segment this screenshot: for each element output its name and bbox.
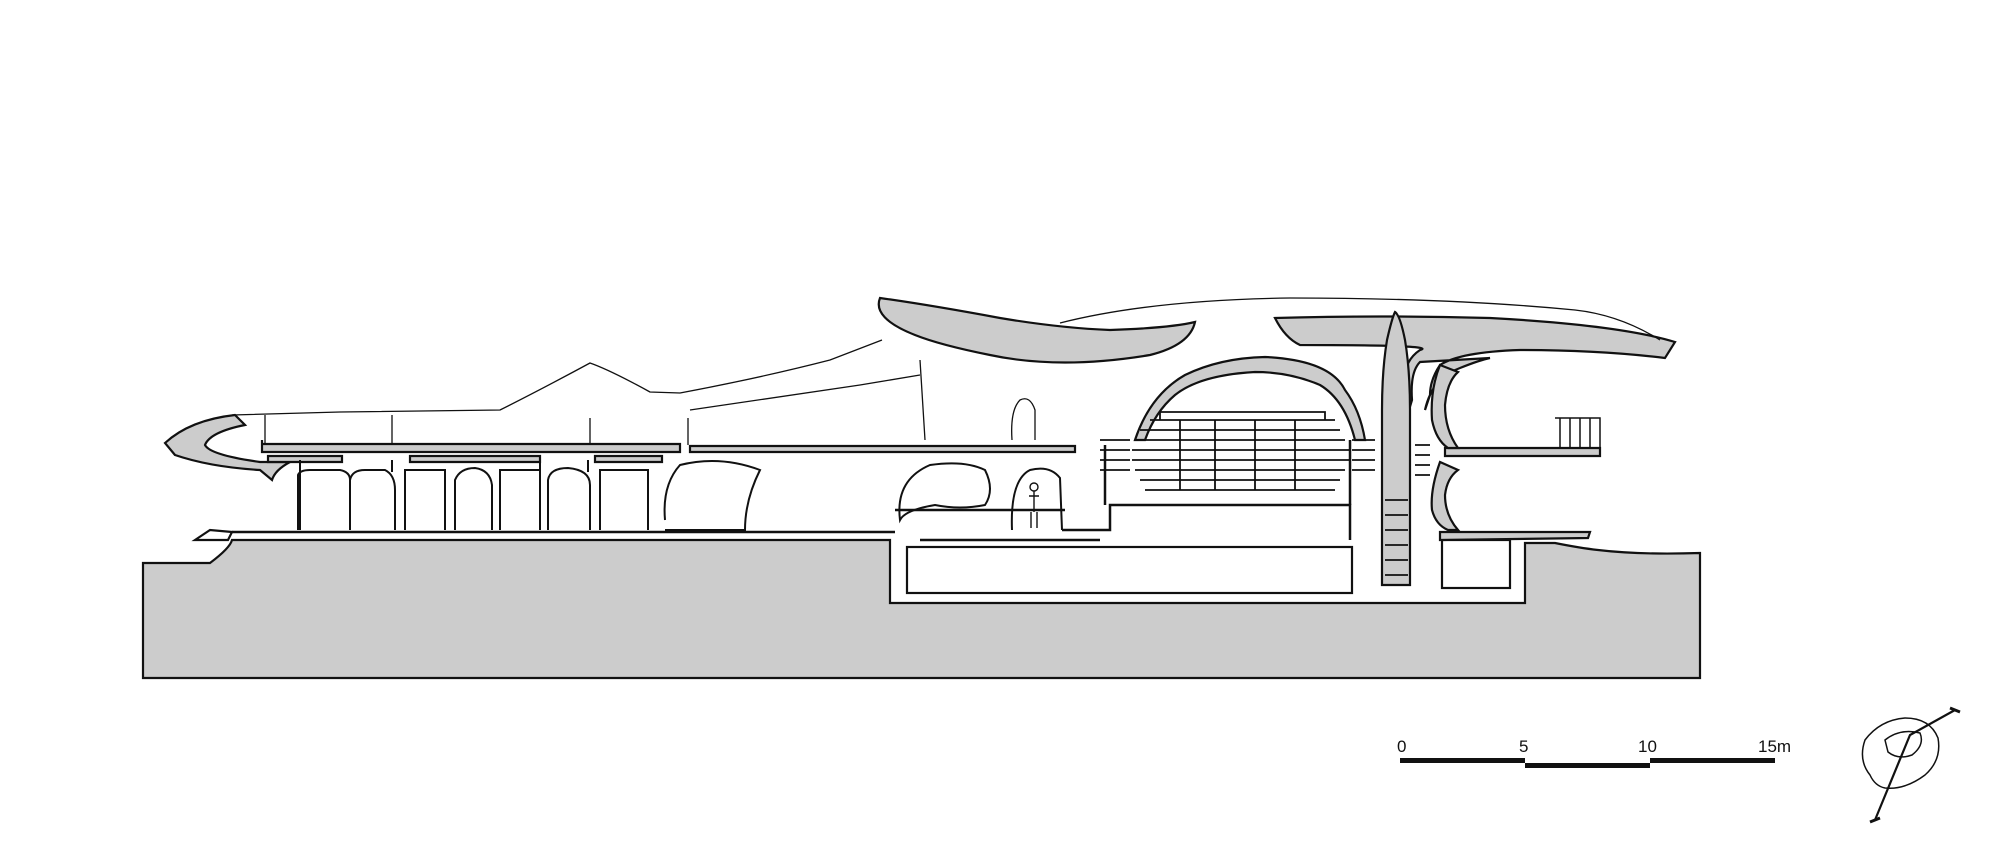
scale-label-0: 0 [1397,737,1406,756]
scale-label-10: 10 [1638,737,1657,756]
balcony-railing [1555,417,1601,448]
interior-rooms [297,460,1063,531]
scale-label-5: 5 [1519,737,1528,756]
roof-outline [231,297,1661,445]
building-shell [163,296,1677,587]
scale-bar: 0 5 10 15m [1397,737,1791,768]
scale-label-15m: 15m [1758,737,1791,756]
floor-lines [232,440,1352,542]
ground-mass [141,528,1702,680]
human-figure [1029,482,1039,528]
auditorium-seating [1100,411,1430,576]
key-plan-icon [1861,706,1961,824]
